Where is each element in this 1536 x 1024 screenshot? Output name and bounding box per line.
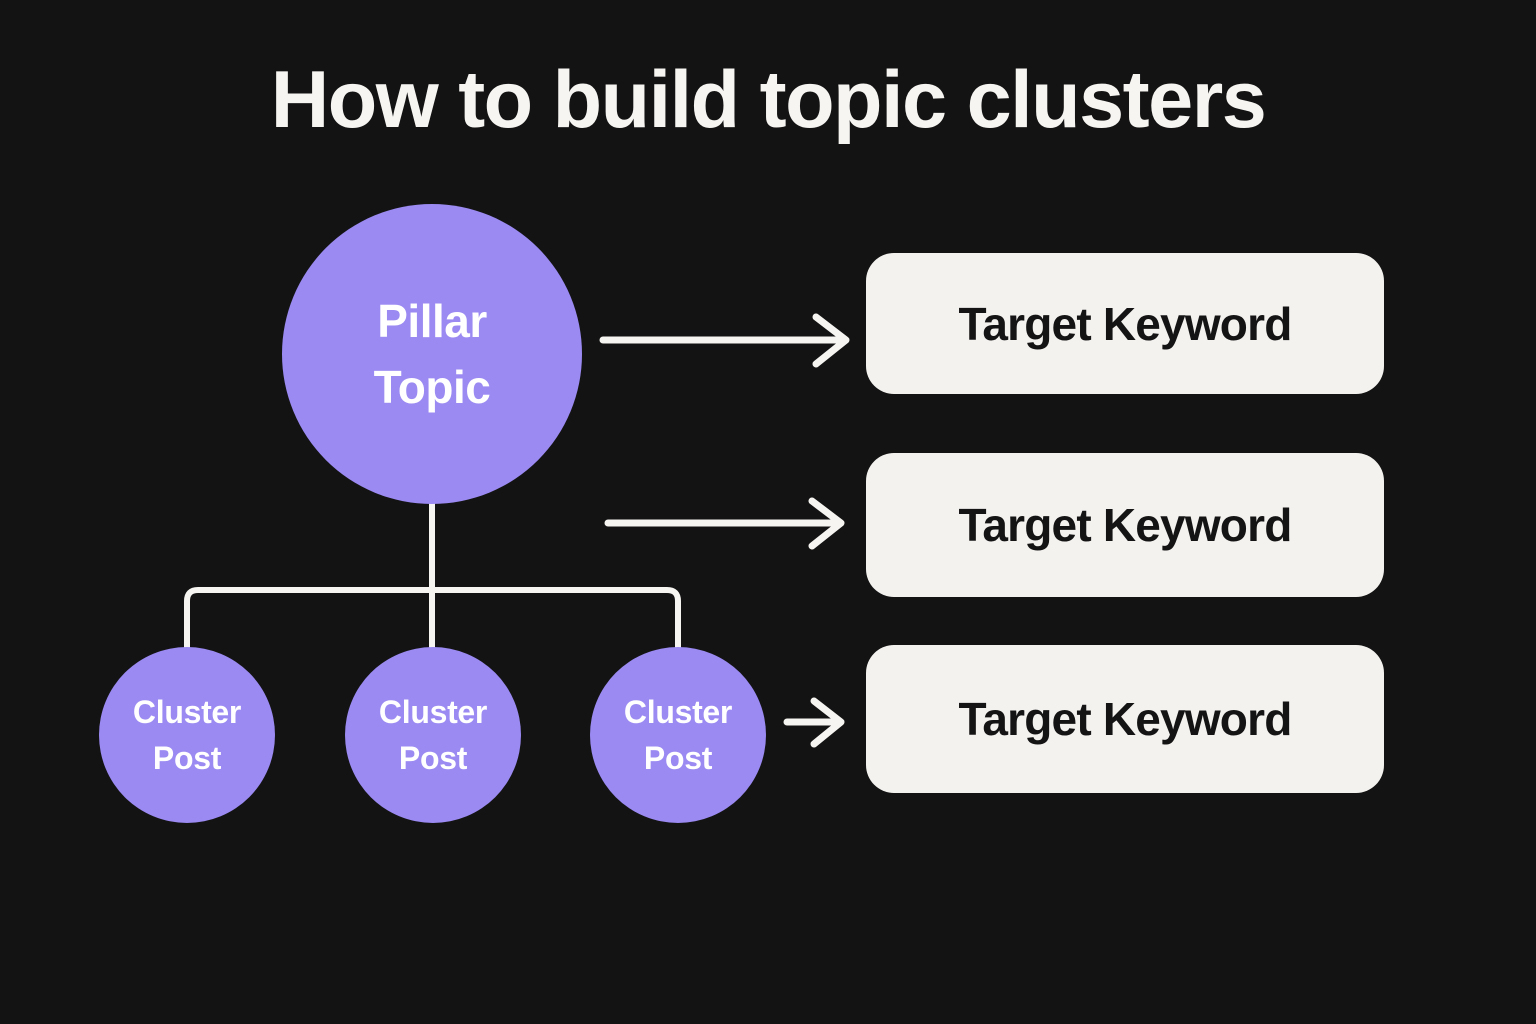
cluster-post-node-3[interactable]: Cluster Post xyxy=(590,647,766,823)
cluster-post-label-1-line1: Cluster xyxy=(132,694,242,730)
target-keyword-label-2: Target Keyword xyxy=(958,499,1292,551)
cluster-post-node-2[interactable]: Cluster Post xyxy=(345,647,521,823)
target-keyword-label-3: Target Keyword xyxy=(958,693,1292,745)
target-keyword-card-1[interactable]: Target Keyword xyxy=(866,253,1384,394)
target-keyword-card-2[interactable]: Target Keyword xyxy=(866,453,1384,597)
arrow-pillar-to-keyword-1 xyxy=(599,313,850,368)
pillar-to-clusters-tree xyxy=(184,498,681,650)
pillar-topic-label-line2: Topic xyxy=(373,361,491,413)
cluster-post-node-1[interactable]: Cluster Post xyxy=(99,647,275,823)
cluster-post-label-2-line2: Post xyxy=(398,740,468,776)
page-title: How to build topic clusters xyxy=(270,55,1267,145)
target-keyword-label-1: Target Keyword xyxy=(958,297,1292,350)
cluster-post-label-1-line2: Post xyxy=(152,740,222,776)
pillar-topic-node[interactable]: Pillar Topic xyxy=(282,204,582,504)
arrow-pillar-to-keyword-2 xyxy=(604,497,845,550)
cluster-post-label-3-line1: Cluster xyxy=(623,694,733,730)
pillar-topic-label-line1: Pillar xyxy=(377,295,487,347)
cluster-post-label-3-line2: Post xyxy=(643,740,713,776)
cluster-post-label-2-line1: Cluster xyxy=(378,694,488,730)
target-keyword-card-3[interactable]: Target Keyword xyxy=(866,645,1384,793)
arrow-cluster-to-keyword-3 xyxy=(783,697,845,748)
